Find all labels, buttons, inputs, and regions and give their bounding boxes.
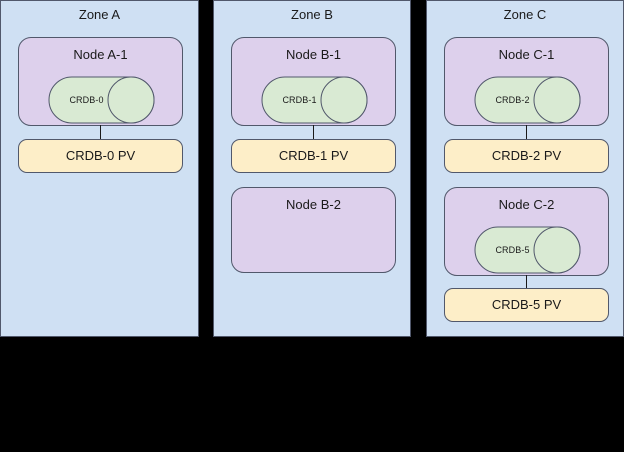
pv-crdb-0: CRDB-0 PV — [18, 139, 183, 173]
node-c-2-label: Node C-2 — [498, 197, 555, 212]
connector-node-c-2-to-crdb-5-pv — [526, 275, 527, 289]
zone-b-label: Zone B — [291, 7, 333, 22]
pv-crdb-1: CRDB-1 PV — [231, 139, 396, 173]
connector-node-a-1-to-crdb-0-pv — [100, 125, 101, 140]
node-b-2: Node B-2 — [231, 187, 396, 273]
pv-crdb-1-label: CRDB-1 PV — [278, 148, 349, 163]
pv-crdb-0-label: CRDB-0 PV — [65, 148, 136, 163]
cylinder-icon — [474, 226, 581, 274]
zone-b: Zone B Node B-1 CRDB-1 CRDB-1 PV Node B-… — [213, 0, 411, 337]
connector-node-c-1-to-crdb-2-pv — [526, 125, 527, 140]
pod-crdb-0: CRDB-0 — [48, 76, 155, 124]
cylinder-icon — [48, 76, 155, 124]
node-b-1-label: Node B-1 — [286, 47, 341, 62]
cylinder-icon — [261, 76, 368, 124]
node-a-1: Node A-1 CRDB-0 — [18, 37, 183, 126]
pod-crdb-5: CRDB-5 — [474, 226, 581, 274]
zone-a-label: Zone A — [78, 7, 121, 22]
node-a-1-label: Node A-1 — [73, 47, 128, 62]
pod-crdb-1-label: CRDB-1 — [282, 95, 317, 105]
pod-crdb-1: CRDB-1 — [261, 76, 368, 124]
cylinder-icon — [474, 76, 581, 124]
pv-crdb-2: CRDB-2 PV — [444, 139, 609, 173]
pv-crdb-5: CRDB-5 PV — [444, 288, 609, 322]
pv-crdb-5-label: CRDB-5 PV — [491, 297, 562, 312]
node-b-1: Node B-1 CRDB-1 — [231, 37, 396, 126]
pod-crdb-5-label: CRDB-5 — [495, 245, 530, 255]
pod-crdb-2-label: CRDB-2 — [495, 95, 530, 105]
zone-c-label: Zone C — [503, 7, 547, 22]
connector-node-b-1-to-crdb-1-pv — [313, 125, 314, 140]
node-c-1-label: Node C-1 — [498, 47, 555, 62]
pod-crdb-0-label: CRDB-0 — [69, 95, 104, 105]
pod-crdb-2: CRDB-2 — [474, 76, 581, 124]
zone-c: Zone C Node C-1 CRDB-2 CRDB-2 PV Node C-… — [426, 0, 624, 337]
node-b-2-label: Node B-2 — [286, 197, 341, 212]
node-c-1: Node C-1 CRDB-2 — [444, 37, 609, 126]
pv-crdb-2-label: CRDB-2 PV — [491, 148, 562, 163]
zone-a: Zone A Node A-1 CRDB-0 CRDB-0 PV — [0, 0, 199, 337]
node-c-2: Node C-2 CRDB-5 — [444, 187, 609, 276]
